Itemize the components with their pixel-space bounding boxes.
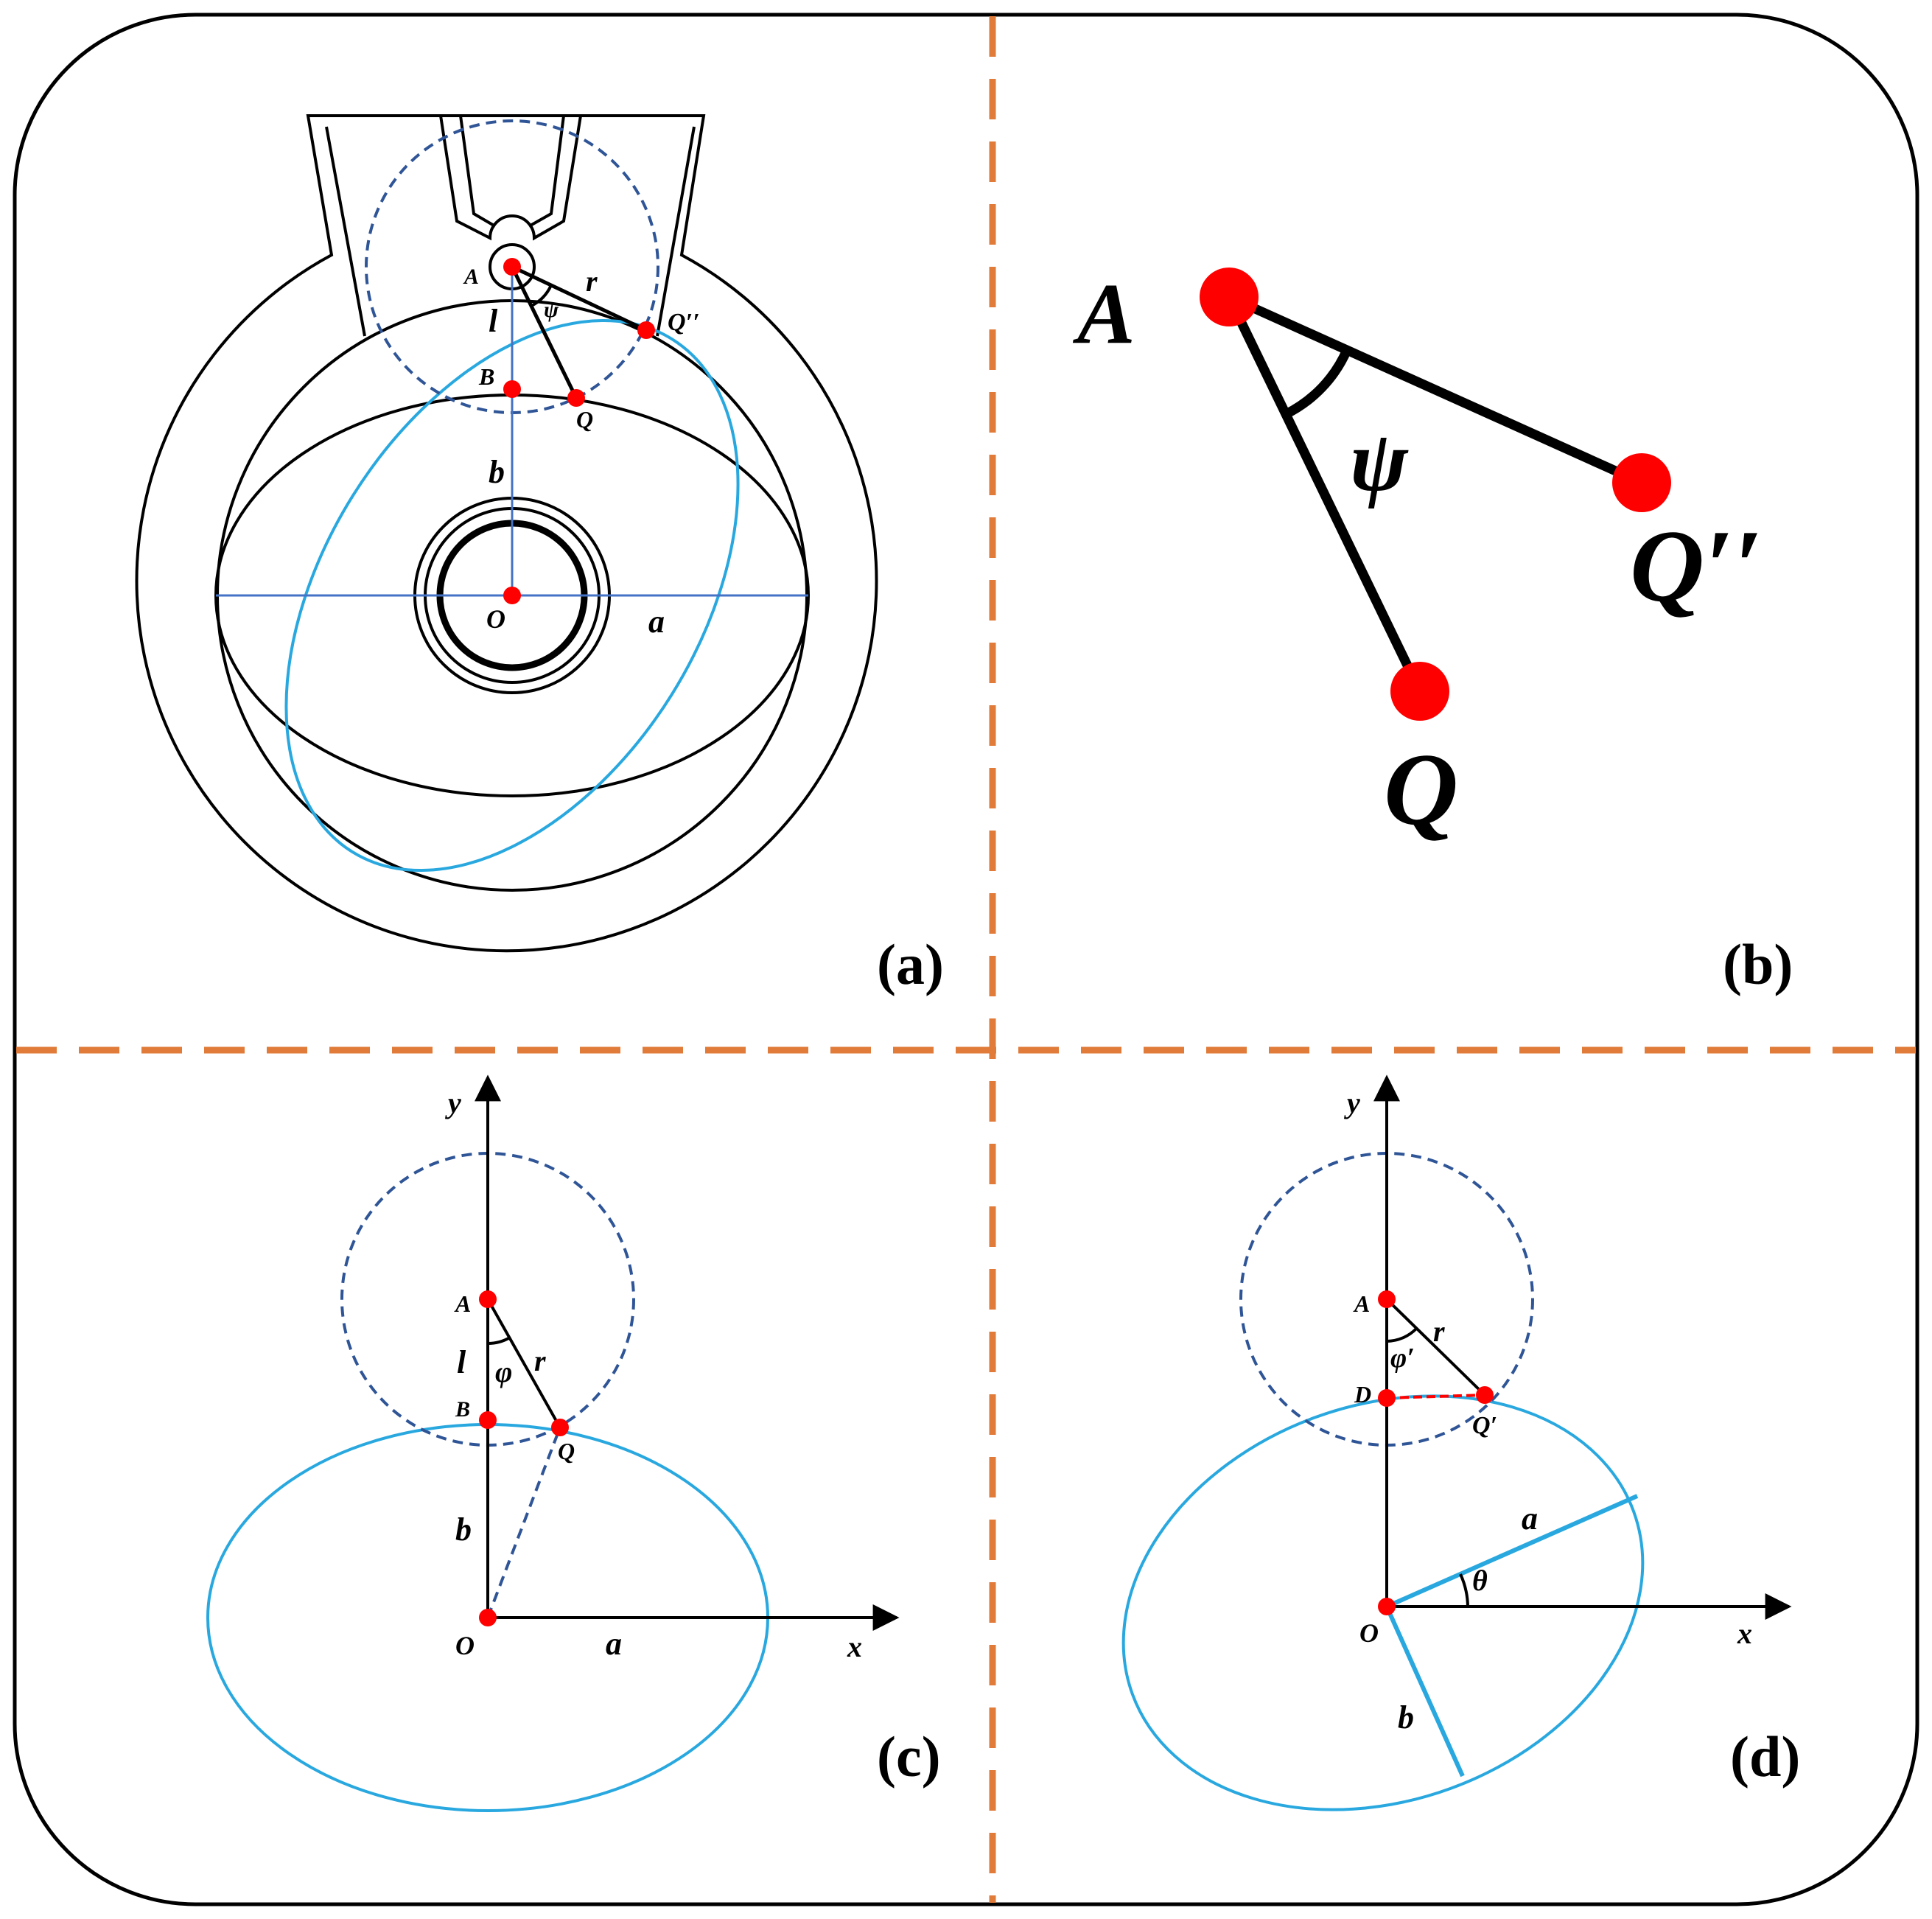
vane-groove-inner xyxy=(459,115,565,228)
vane-groove xyxy=(439,115,582,241)
outer-frame xyxy=(13,13,1919,1906)
panel-tag-b: (b) xyxy=(1723,932,1793,996)
label-theta: θ xyxy=(1472,1564,1488,1597)
line-AQp xyxy=(1385,1298,1486,1397)
line-AQ xyxy=(1225,295,1424,693)
label-D: D xyxy=(1354,1381,1371,1408)
label-y: y xyxy=(1344,1086,1360,1119)
semi-minor-axis-b xyxy=(1385,1605,1465,1778)
label-psi: ψ xyxy=(1350,413,1409,509)
point-A xyxy=(503,258,521,276)
label-A: A xyxy=(463,265,479,289)
point-A xyxy=(479,1290,497,1308)
label-y: y xyxy=(445,1086,461,1119)
panel-a: A l ψ r Q′′ B Q b O a (a) xyxy=(135,114,944,996)
label-b: b xyxy=(1398,1699,1414,1736)
label-l: l xyxy=(457,1344,466,1380)
label-O: O xyxy=(455,1631,475,1660)
line-AQ xyxy=(510,265,578,399)
label-x: x xyxy=(1737,1617,1752,1650)
label-Q: Q xyxy=(558,1438,575,1464)
panel-d: y A r φ′ D Q′ a θ O x b (d) xyxy=(1121,1074,1800,1811)
chord-DQp xyxy=(1386,1394,1485,1399)
label-a: a xyxy=(1522,1500,1538,1537)
label-l: l xyxy=(489,303,498,339)
slot-inner-left xyxy=(325,126,366,337)
label-A: A xyxy=(454,1290,471,1317)
rotated-ellipse xyxy=(284,318,740,873)
label-A: A xyxy=(1072,265,1135,362)
line-AQ xyxy=(486,1298,561,1428)
label-B: B xyxy=(478,363,494,390)
tilted-ellipse xyxy=(1121,1394,1645,1811)
point-A xyxy=(1200,268,1259,326)
point-O xyxy=(503,587,521,604)
label-a: a xyxy=(648,604,665,640)
label-psi: ψ xyxy=(544,298,559,322)
label-Q: Q xyxy=(1384,733,1458,847)
point-B xyxy=(503,380,521,398)
label-x: x xyxy=(847,1630,862,1663)
slot-inner-right xyxy=(656,126,696,337)
angle-theta-arc xyxy=(1459,1573,1469,1607)
point-Qp xyxy=(1476,1386,1494,1404)
line-OQ-dashed xyxy=(486,1427,561,1618)
label-O: O xyxy=(1359,1618,1379,1648)
point-Qpp xyxy=(637,321,655,339)
point-A xyxy=(1378,1290,1396,1308)
label-O: O xyxy=(486,604,505,634)
point-Qpp xyxy=(1612,453,1671,512)
point-D xyxy=(1378,1389,1396,1407)
point-Q xyxy=(1390,662,1449,721)
label-r: r xyxy=(586,265,598,298)
label-b: b xyxy=(455,1511,472,1548)
label-B: B xyxy=(455,1397,470,1422)
point-B xyxy=(479,1411,497,1429)
point-Q xyxy=(551,1419,569,1436)
point-O xyxy=(479,1609,497,1626)
label-phip: φ′ xyxy=(1390,1343,1415,1374)
semi-major-axis-a xyxy=(1385,1494,1639,1609)
label-a: a xyxy=(606,1626,622,1662)
label-Q: Q xyxy=(576,406,593,433)
housing-outline xyxy=(135,114,878,953)
panel-c: y A l φ r B Q b O a x (c) xyxy=(206,1074,941,1812)
angle-psi-arc xyxy=(531,284,553,307)
label-b: b xyxy=(489,454,505,490)
line-AQpp xyxy=(1227,293,1644,487)
label-r: r xyxy=(534,1344,546,1377)
panel-tag-a: (a) xyxy=(877,932,944,996)
label-Qpp: Q′′ xyxy=(1630,509,1763,623)
angle-phip-arc xyxy=(1386,1327,1418,1343)
angle-phi-arc xyxy=(487,1336,511,1346)
label-Qpp: Q′′ xyxy=(668,309,700,336)
label-A: A xyxy=(1353,1290,1370,1317)
line-AQpp xyxy=(511,265,648,332)
panel-tag-c: (c) xyxy=(877,1724,941,1789)
point-Q xyxy=(567,389,585,407)
panel-tag-d: (d) xyxy=(1730,1724,1800,1789)
label-phi: φ xyxy=(495,1355,512,1388)
point-O xyxy=(1378,1598,1396,1615)
angle-psi-arc xyxy=(1284,348,1351,419)
panel-b: A ψ Q′′ Q (b) xyxy=(1072,265,1793,996)
label-Qp: Q′ xyxy=(1472,1412,1497,1439)
label-r: r xyxy=(1433,1315,1445,1348)
